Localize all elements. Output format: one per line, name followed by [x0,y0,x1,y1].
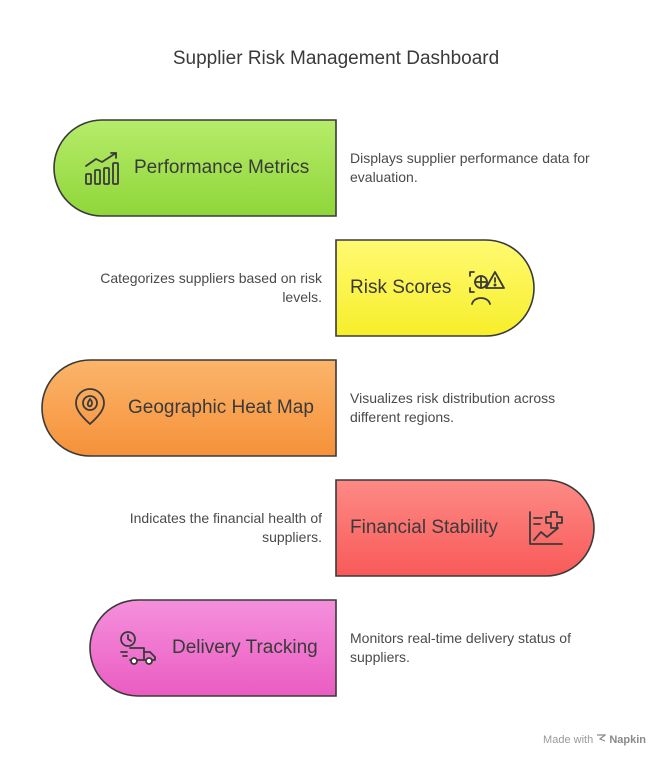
pill-financial-stability [335,479,595,577]
risk-warning-icon [466,268,506,308]
napkin-logo-icon [596,733,607,746]
financial-chart-icon [526,508,566,548]
financial-stability-label: Financial Stability [350,517,498,538]
delivery-tracking-description: Monitors real-time delivery status of su… [350,630,571,665]
pill-delivery-tracking [89,599,337,697]
bar-chart-trend-icon [82,148,122,188]
delivery-truck-clock-icon [118,628,158,668]
performance-metrics-description: Displays supplier performance data for e… [350,150,590,185]
map-pin-heat-icon [70,388,110,428]
performance-metrics-label: Performance Metrics [134,157,310,178]
geographic-heat-map-label: Geographic Heat Map [128,397,314,418]
pill-risk-scores [335,239,535,337]
footer-prefix: Made with [543,734,594,746]
risk-scores-label: Risk Scores [350,277,452,298]
financial-stability-description: Indicates the financial health of suppli… [129,510,322,545]
delivery-tracking-label: Delivery Tracking [172,637,318,658]
risk-scores-description: Categorizes suppliers based on risk leve… [100,270,322,305]
pill-performance-metrics [53,119,337,217]
geographic-heat-map-description: Visualizes risk distribution across diff… [350,390,556,425]
made-with-napkin-footer: Made with Napkin [543,733,646,746]
pill-geographic-heat-map [41,359,337,457]
footer-brand: Napkin [609,734,646,746]
page-title: Supplier Risk Management Dashboard [172,48,500,69]
